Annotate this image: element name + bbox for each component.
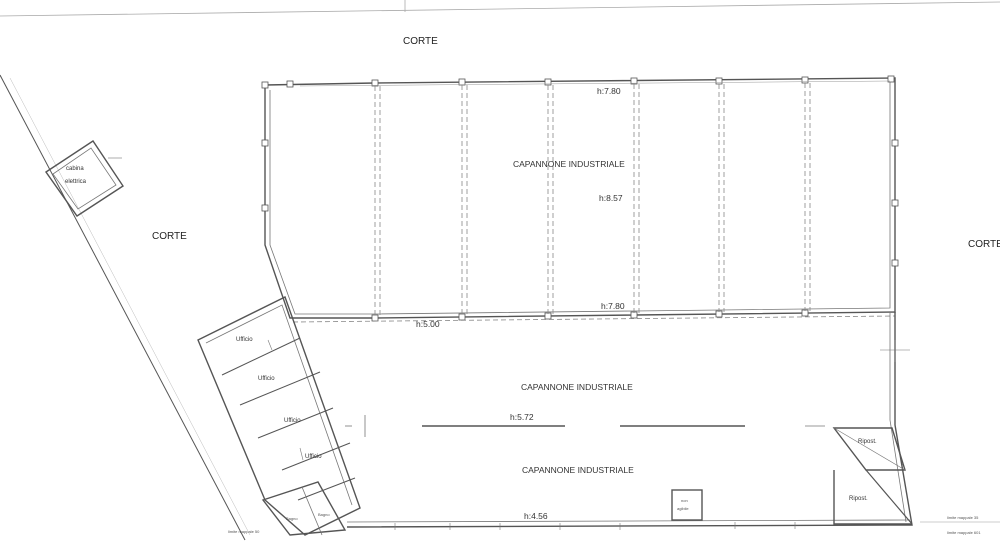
boundary-diagonal-line-inner [9, 77, 251, 536]
height-lower: h:4.56 [524, 511, 548, 521]
height-upper-top: h:7.80 [597, 86, 621, 96]
non-accessible-room: non agibile [671, 489, 703, 521]
courtyard-label-top: CORTE [403, 36, 438, 47]
storage-upper-label: Ripost. [858, 439, 877, 445]
non-accessible-line2: agibile [677, 506, 689, 511]
boundary-diagonal-line [0, 74, 246, 541]
boundary-top-line [0, 1, 1000, 17]
cabin-label-line1: cabina [66, 166, 84, 172]
lower-halls: CAPANNONE INDUSTRIALE CAPANNONE INDUSTRI… [292, 312, 913, 530]
boundary-note-left: limite mappale 50 [228, 529, 260, 534]
height-upper-center: h:8.57 [599, 193, 623, 203]
bath-1-label: Bagno [286, 516, 298, 521]
office-4-label: Ufficio [305, 454, 322, 460]
lower-hall-label: CAPANNONE INDUSTRIALE [522, 465, 634, 475]
height-upper-bottom: h:7.80 [601, 301, 625, 311]
middle-hall-label: CAPANNONE INDUSTRIALE [521, 382, 633, 392]
bath-2-label: Bagno [318, 512, 330, 517]
height-middle: h:5.72 [510, 412, 534, 422]
electric-cabin: cabina elettrica [45, 140, 124, 217]
storage-upper: Ripost. [832, 427, 906, 471]
storage-lower: Ripost. [833, 469, 913, 525]
non-accessible-line1: non [681, 498, 688, 503]
upper-hall: CAPANNONE INDUSTRIALE h:7.80 h:8.57 h:7.… [261, 75, 899, 322]
cabin-label-line2: elettrica [65, 179, 87, 185]
boundary-note-right-bottom: limite mappale 601 [947, 530, 981, 535]
storage-lower-label: Ripost. [849, 496, 868, 502]
office-2-label: Ufficio [258, 376, 275, 382]
boundary-note-right-top: limite mappale 35 [947, 515, 979, 520]
height-left-bay: h:5.00 [416, 319, 440, 329]
office-1-label: Ufficio [236, 337, 253, 343]
courtyard-label-right: CORTE [968, 239, 1000, 250]
office-wing: Ufficio Ufficio Ufficio Ufficio Bagno Ba… [197, 296, 361, 536]
upper-hall-label: CAPANNONE INDUSTRIALE [513, 159, 625, 169]
office-3-label: Ufficio [284, 418, 301, 424]
courtyard-label-left: CORTE [152, 231, 187, 242]
